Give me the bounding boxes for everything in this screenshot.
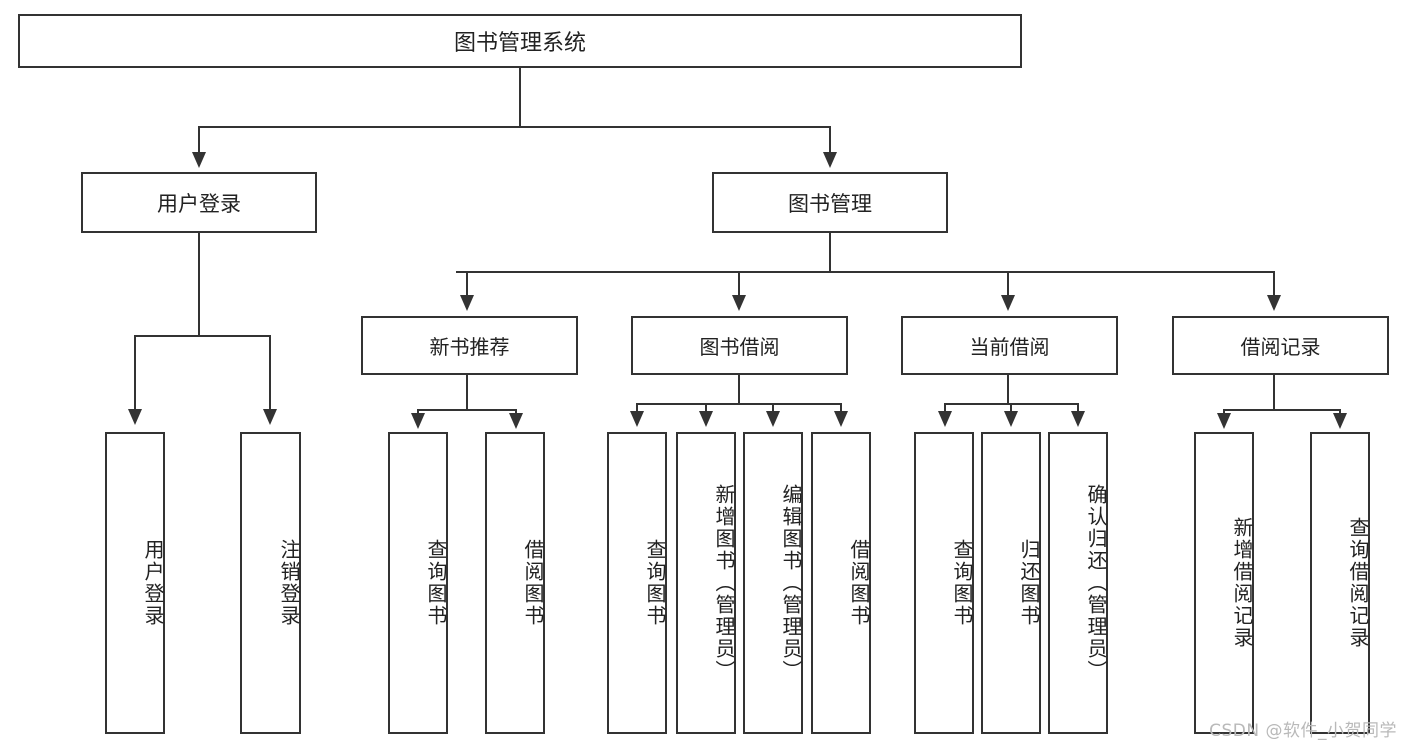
leaf-label: 查询图书 [424, 539, 448, 627]
node-book-borrow[interactable]: 图书借阅 [631, 316, 848, 375]
arrow-to-leaf-user-login [128, 409, 142, 425]
node-current-borrow[interactable]: 当前借阅 [901, 316, 1118, 375]
leaf-label: 归还图书 [1017, 539, 1041, 627]
leaf-query-borrow-record[interactable]: 查询借阅记录 [1310, 432, 1370, 734]
edge-book-borrow-drop-4 [840, 403, 842, 413]
edge-level2-bus [198, 126, 831, 128]
arrow-to-leaf-borrow-book-2 [834, 411, 848, 427]
edge-current-borrow-stem [1007, 375, 1009, 403]
leaf-edit-book-admin[interactable]: 编辑图书（管理员） [743, 432, 803, 734]
leaf-label: 确认归还（管理员） [1084, 484, 1108, 682]
edge-book-borrow-drop-2 [705, 403, 707, 413]
arrow-to-leaf-query-record [1333, 413, 1347, 429]
arrow-to-leaf-query-book-2 [630, 411, 644, 427]
arrow-to-leaf-confirm-return [1071, 411, 1085, 427]
arrow-to-user-login [192, 152, 206, 168]
edge-level3-bus [456, 271, 1273, 273]
edge-new-book-bus [417, 409, 517, 411]
leaf-label: 借阅图书 [847, 539, 871, 627]
leaf-label: 注销登录 [277, 539, 301, 627]
arrow-to-leaf-query-book-1 [411, 413, 425, 429]
edge-new-book-drop-1 [417, 409, 419, 415]
arrow-to-leaf-query-book-3 [938, 411, 952, 427]
edge-level3-drop-current [1007, 271, 1009, 297]
leaf-query-book-recommend[interactable]: 查询图书 [388, 432, 448, 734]
arrow-to-leaf-borrow-book-1 [509, 413, 523, 429]
edge-level2-drop-book [829, 126, 831, 154]
leaf-query-book-borrow[interactable]: 查询图书 [607, 432, 667, 734]
arrow-to-book-borrow [732, 295, 746, 311]
edge-user-login-drop-1 [134, 335, 136, 411]
edge-book-borrow-drop-3 [772, 403, 774, 413]
leaf-label: 借阅图书 [521, 539, 545, 627]
watermark-text: CSDN @软件_小贺同学 [1209, 721, 1397, 741]
edge-borrow-record-stem [1273, 375, 1275, 409]
node-root-system[interactable]: 图书管理系统 [18, 14, 1022, 68]
edge-borrow-record-drop-1 [1223, 409, 1225, 415]
node-book-manage[interactable]: 图书管理 [712, 172, 948, 233]
edge-new-book-stem [466, 375, 468, 409]
arrow-to-leaf-edit-book [766, 411, 780, 427]
leaf-label: 查询图书 [643, 539, 667, 627]
leaf-borrow-book-borrow[interactable]: 借阅图书 [811, 432, 871, 734]
edge-level2-drop-user [198, 126, 200, 154]
arrow-to-book-manage [823, 152, 837, 168]
edge-level3-drop-new-book [466, 271, 468, 297]
leaf-label: 新增借阅记录 [1230, 517, 1254, 649]
arrow-to-leaf-logout [263, 409, 277, 425]
arrow-to-leaf-add-book [699, 411, 713, 427]
leaf-borrow-book-recommend[interactable]: 借阅图书 [485, 432, 545, 734]
leaf-label: 查询借阅记录 [1346, 517, 1370, 649]
leaf-add-book-admin[interactable]: 新增图书（管理员） [676, 432, 736, 734]
edge-book-borrow-bus [636, 403, 841, 405]
edge-level3-drop-borrow [738, 271, 740, 297]
node-user-login[interactable]: 用户登录 [81, 172, 317, 233]
arrow-to-leaf-return-book [1004, 411, 1018, 427]
edge-current-borrow-drop-3 [1077, 403, 1079, 413]
edge-book-borrow-drop-1 [636, 403, 638, 413]
edge-book-manage-stem [829, 233, 831, 271]
edge-new-book-drop-2 [515, 409, 517, 415]
edge-user-login-stem [198, 233, 200, 335]
edge-user-login-bus [134, 335, 270, 337]
edge-root-stem [519, 68, 521, 126]
leaf-label: 编辑图书（管理员） [779, 484, 803, 682]
leaf-logout[interactable]: 注销登录 [240, 432, 301, 734]
arrow-to-new-book-recommend [460, 295, 474, 311]
edge-borrow-record-drop-2 [1339, 409, 1341, 415]
arrow-to-borrow-record [1267, 295, 1281, 311]
leaf-label: 用户登录 [141, 539, 165, 627]
leaf-label: 查询图书 [950, 539, 974, 627]
leaf-query-book-current[interactable]: 查询图书 [914, 432, 974, 734]
edge-current-borrow-drop-1 [944, 403, 946, 413]
arrow-to-leaf-add-record [1217, 413, 1231, 429]
arrow-to-current-borrow [1001, 295, 1015, 311]
edge-level3-drop-record [1273, 271, 1275, 297]
leaf-label: 新增图书（管理员） [712, 484, 736, 682]
edge-borrow-record-bus [1223, 409, 1341, 411]
edge-book-borrow-stem [738, 375, 740, 403]
edge-user-login-drop-2 [269, 335, 271, 411]
node-borrow-record[interactable]: 借阅记录 [1172, 316, 1389, 375]
leaf-user-login[interactable]: 用户登录 [105, 432, 165, 734]
leaf-confirm-return-admin[interactable]: 确认归还（管理员） [1048, 432, 1108, 734]
leaf-add-borrow-record[interactable]: 新增借阅记录 [1194, 432, 1254, 734]
edge-current-borrow-drop-2 [1010, 403, 1012, 413]
node-new-book-recommend[interactable]: 新书推荐 [361, 316, 578, 375]
leaf-return-book[interactable]: 归还图书 [981, 432, 1041, 734]
